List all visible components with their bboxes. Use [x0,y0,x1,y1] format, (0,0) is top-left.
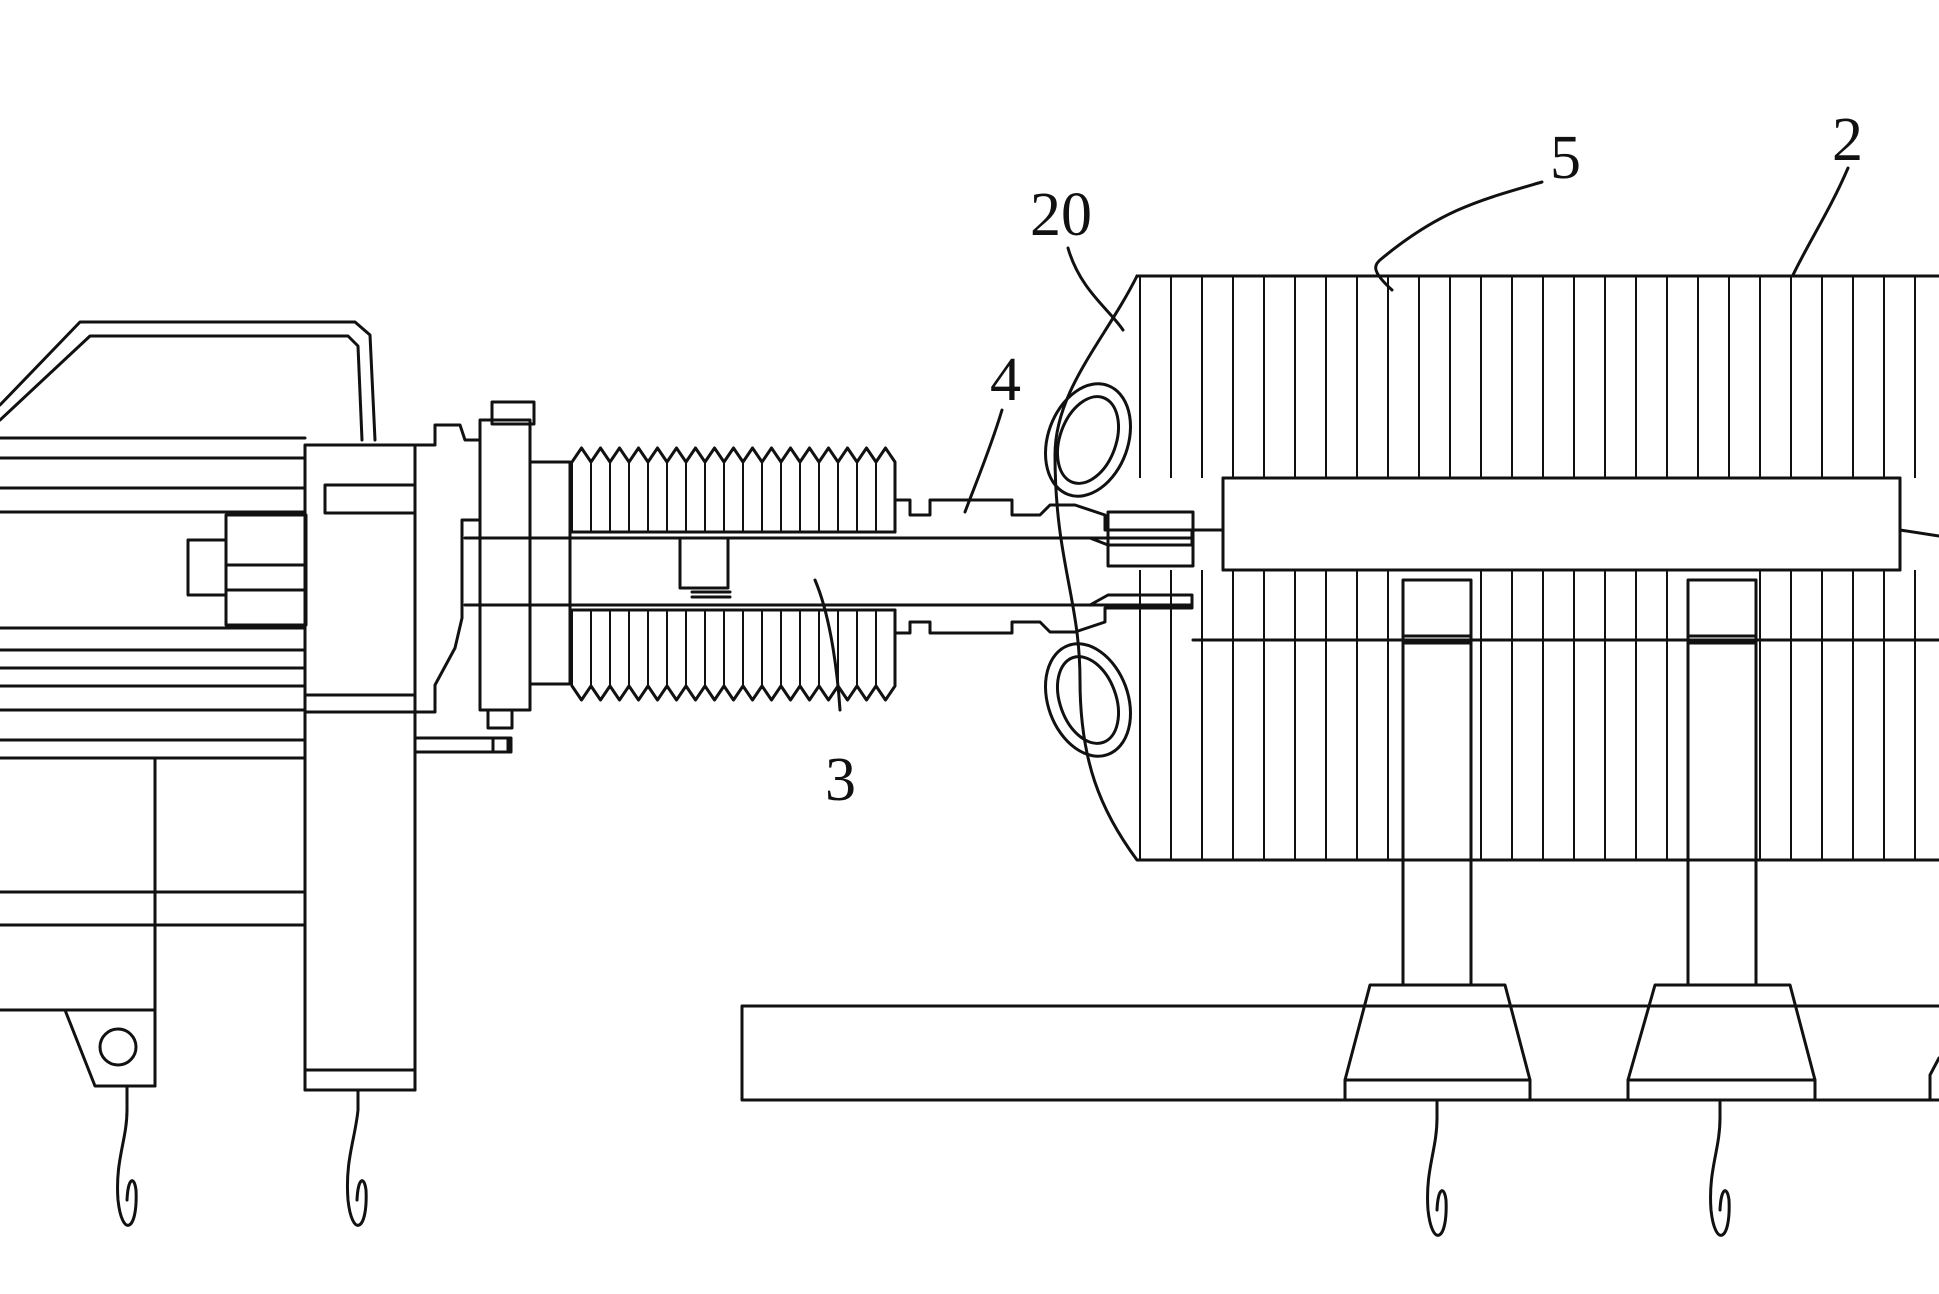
filter-plate-pack [1053,274,1939,862]
feed-port-upper [1043,382,1133,498]
hook-1 [116,1084,138,1227]
hook-3 [1426,1098,1448,1237]
feed-port-lower [1043,642,1133,758]
ref-label-3: 3 [825,746,856,814]
filter-plate-lines [1139,276,1916,860]
ref-label-2: 2 [1832,106,1863,174]
hook-2 [345,1088,368,1227]
bellows-upper [570,446,897,534]
drive-housing [0,320,377,1088]
screw-shaft [463,498,1195,635]
ref-label-4: 4 [990,346,1021,414]
bellows-lower [570,608,897,702]
base-beam [740,1004,1939,1102]
motor-flange [413,400,572,754]
ref-label-5: 5 [1550,124,1581,192]
pressing-plate [303,443,417,1092]
support-leg-1 [1343,578,1532,1102]
hook-4 [1709,1098,1731,1237]
leader-lines [813,166,1850,712]
nut-block [186,513,308,627]
support-leg-2 [1626,578,1817,1102]
bellows-ribs [571,462,877,686]
ref-label-20: 20 [1030,181,1092,249]
